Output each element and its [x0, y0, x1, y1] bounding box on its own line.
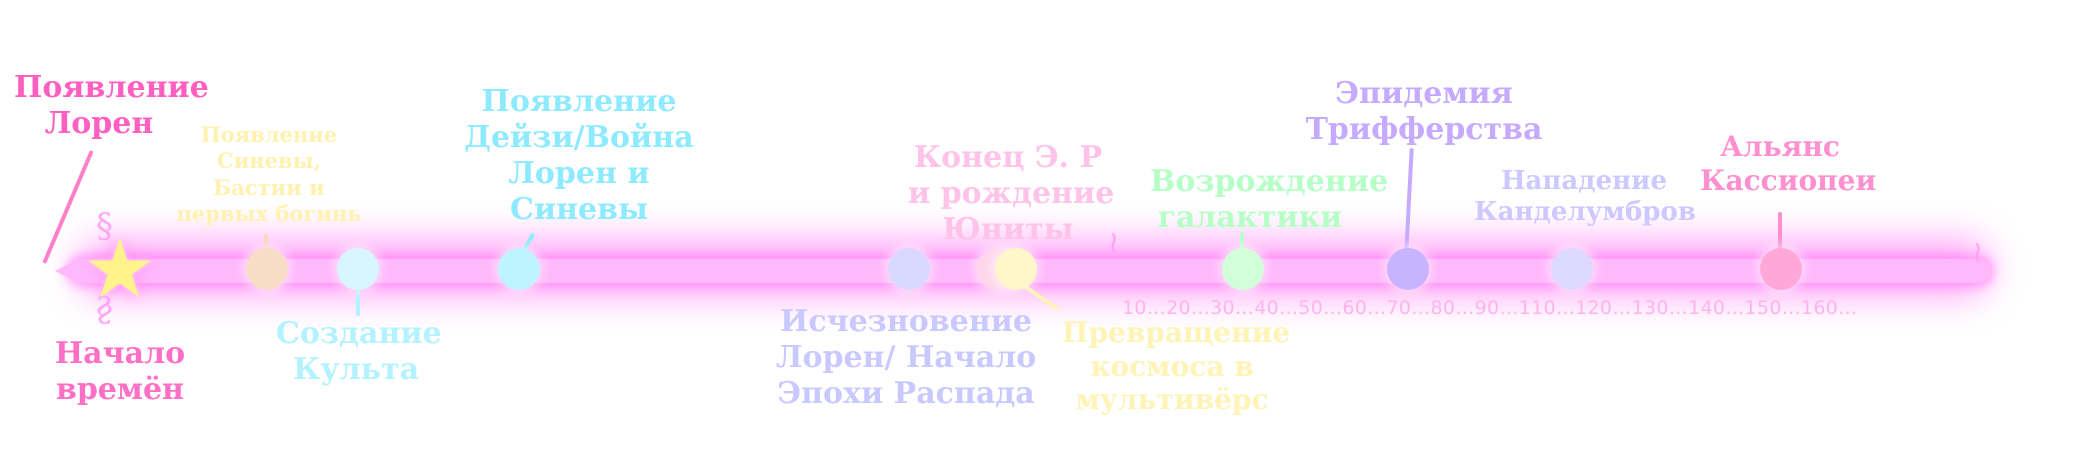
event-label-line: Превращение [1062, 316, 1291, 349]
timeline-node-e11[interactable] [1551, 248, 1593, 290]
pointer-line-e10 [1404, 147, 1414, 253]
event-label-line: Лорен и [508, 156, 650, 191]
event-label-line: Альянс [1720, 130, 1840, 163]
swirl-top-icon: § [96, 206, 113, 246]
pointer-line-e3 [264, 234, 268, 254]
event-label-line: Возрождение [1150, 164, 1389, 199]
event-label-line: Дейзи/Война [464, 120, 694, 155]
event-label-line: Синевы, [217, 148, 321, 174]
break-squiggle-icon: ≀ [1108, 225, 1120, 260]
event-label-line: космоса в [1090, 349, 1254, 383]
pointer-line-e4 [356, 290, 360, 316]
event-label-line: Конец Э. Р [913, 140, 1103, 175]
pointer-line-e9 [1240, 232, 1244, 254]
event-label-line: Эпохи Распада [777, 376, 1035, 411]
event-label-line: Появление [200, 122, 338, 147]
event-label-line: Синевы [509, 192, 649, 227]
event-label-line: Появление [481, 84, 677, 119]
event-label-line: Начало [54, 336, 186, 371]
event-label-line: Создание [276, 316, 442, 351]
event-label-line: Кассиопеи [1700, 163, 1877, 197]
event-label-line: мультивёрс [1075, 383, 1269, 417]
end-squiggle-icon: ≀ [1972, 235, 1984, 270]
event-label-line: и рождение [908, 176, 1115, 211]
event-label-line: Появление [14, 70, 209, 105]
event-label-line: Трифферства [1305, 112, 1543, 147]
timeline-arrow-head [55, 262, 73, 280]
event-label-line: Канделумбров [1474, 197, 1696, 228]
timeline-node-e3[interactable] [246, 248, 288, 290]
event-label-line: Лорен [44, 106, 154, 141]
event-label-line: Лорен/ Начало [776, 340, 1037, 375]
scale-ticks: 10…20…30…40…50…60…70…80…90…110…120…130…1… [1122, 297, 1858, 319]
pointer-line-e12 [1778, 212, 1782, 252]
timeline-node-e12[interactable] [1760, 248, 1802, 290]
timeline-node-e8[interactable] [995, 248, 1037, 290]
start-star-icon: ★ [83, 222, 157, 317]
event-label-line: Исчезновение [780, 304, 1032, 339]
event-label-line: Культа [292, 352, 420, 387]
timeline-node-e10[interactable] [1387, 248, 1429, 290]
event-label-line: первых богинь [176, 200, 362, 226]
timeline-node-e6[interactable] [888, 248, 930, 290]
event-label-line: времён [55, 372, 184, 407]
timeline-node-e4[interactable] [337, 248, 379, 290]
event-label-line: галактики [1157, 200, 1343, 235]
event-label-line: Бастии и [213, 174, 325, 200]
event-label-line: Нападение [1500, 166, 1668, 196]
event-label-line: Эпидемия [1335, 76, 1513, 111]
timeline-node-e5[interactable] [498, 248, 540, 290]
event-label-line: Юниты [942, 212, 1074, 247]
timeline-node-e9[interactable] [1222, 248, 1264, 290]
